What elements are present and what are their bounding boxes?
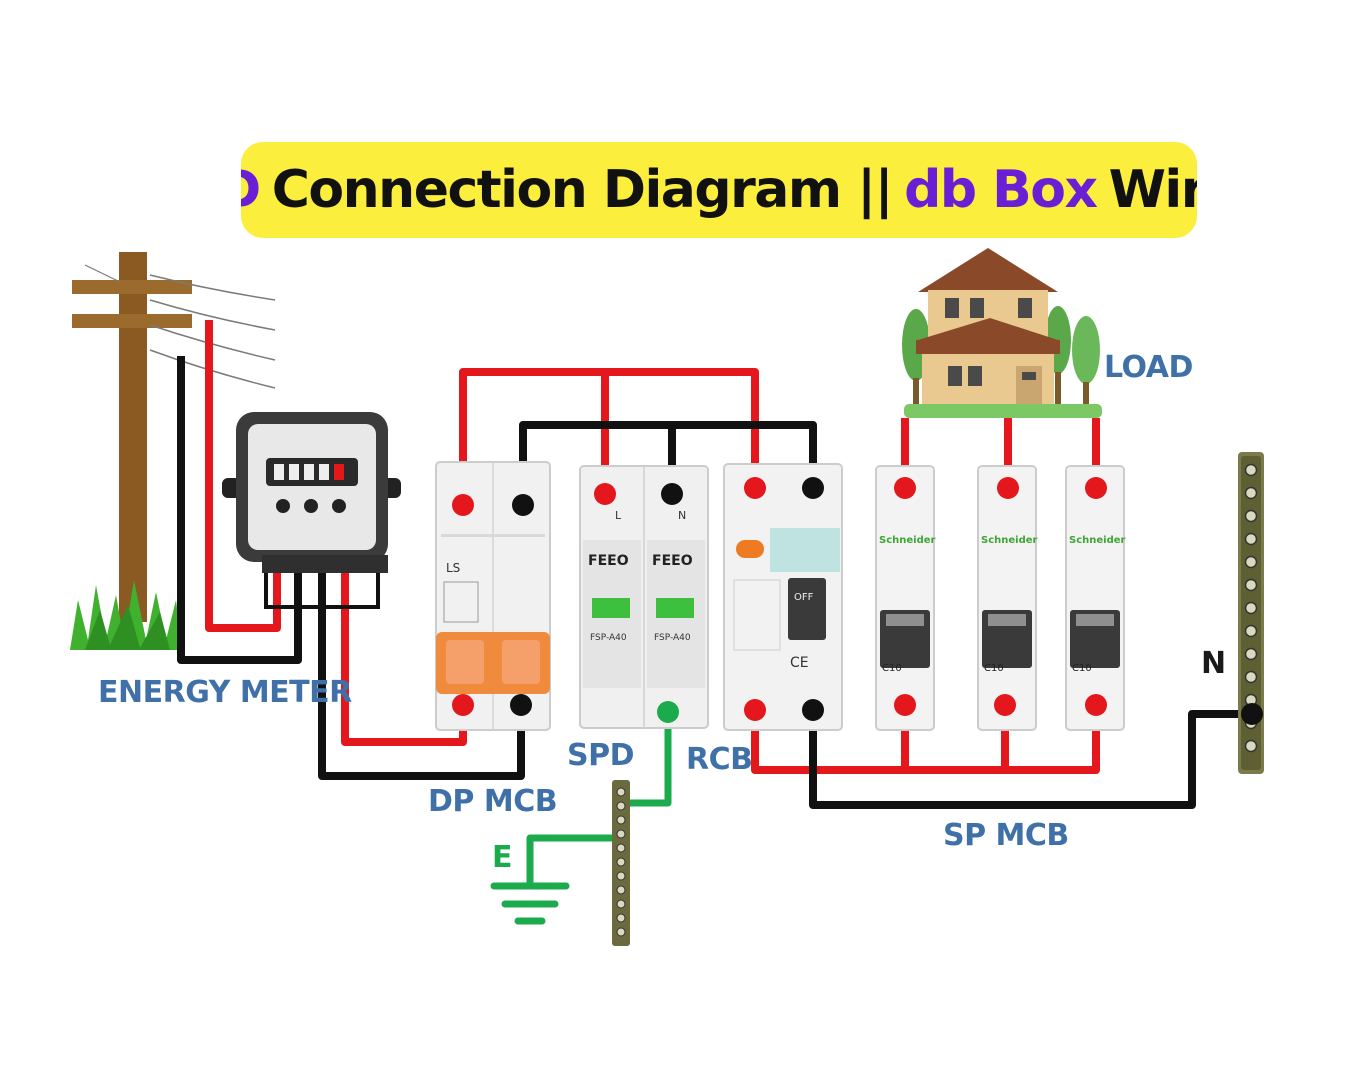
spd-terminal-l: L — [615, 509, 622, 522]
sp-mcb-brand-2: Schneider — [981, 535, 1038, 546]
neutral-bar-screw — [1244, 739, 1258, 753]
neutral-bar-screw — [1244, 578, 1258, 592]
sp-mcb-brand-3: Schneider — [1069, 535, 1126, 546]
rcb-switch-text: OFF — [794, 592, 814, 603]
spd-brand-1: FEEO — [588, 553, 629, 569]
neutral-bar-screw — [1244, 601, 1258, 615]
rcb-top-n-terminal — [802, 477, 824, 499]
dp-mcb-bottom-n-terminal — [510, 694, 532, 716]
rcb-device: OFF CE — [723, 463, 843, 731]
earth-ground-icon — [490, 882, 570, 925]
neutral-bar-screw — [1244, 463, 1258, 477]
earth-bar-screw — [616, 815, 626, 825]
terminal-dots — [452, 477, 1263, 725]
sp-mcb-1-top-terminal — [894, 477, 916, 499]
sp-mcb-3-bottom-terminal — [1085, 694, 1107, 716]
rcb-ce-mark: CE — [790, 655, 809, 671]
earth-bar-screw — [616, 899, 626, 909]
neutral-bar-terminal — [1241, 703, 1263, 725]
label-neutral: N — [1201, 646, 1226, 681]
earth-bar-screw — [616, 829, 626, 839]
earth-bar-screw — [616, 801, 626, 811]
sp-mcb-rating-1: C10 — [882, 663, 902, 674]
neutral-bar-screw — [1244, 509, 1258, 523]
sp-mcb-device-3: Schneider C10 — [1065, 465, 1126, 731]
house-icon — [902, 248, 1102, 418]
spd-model-1: FSP-A40 — [590, 633, 627, 643]
sp-mcb-1-bottom-terminal — [894, 694, 916, 716]
title-spd: SPD — [241, 160, 266, 220]
earth-bar-screw — [616, 871, 626, 881]
earth-bar-screw — [616, 927, 626, 937]
label-energy-meter: ENERGY METER — [98, 675, 352, 710]
dp-mcb-top-l-terminal — [452, 494, 474, 516]
rcb-bottom-l-terminal — [744, 699, 766, 721]
earth-bar-screw — [616, 913, 626, 923]
title-wiring: Wiring — [1108, 160, 1197, 220]
sp-mcb-device-2: Schneider C10 — [977, 465, 1038, 731]
label-spd: SPD — [567, 738, 635, 773]
earth-bar-screw — [616, 857, 626, 867]
dp-mcb-brand: LS — [446, 561, 460, 575]
rcb-bottom-n-terminal — [802, 699, 824, 721]
spd-brand-2: FEEO — [652, 553, 693, 569]
sp-mcb-3-top-terminal — [1085, 477, 1107, 499]
label-sp-mcb: SP MCB — [943, 818, 1069, 853]
rcb-top-l-terminal — [744, 477, 766, 499]
spd-l-terminal — [594, 483, 616, 505]
spd-device: L N FEEO FEEO FSP-A40 FSP-A40 — [579, 465, 709, 729]
spd-n-terminal — [661, 483, 683, 505]
earth-bar-screw — [616, 843, 626, 853]
energy-meter-icon — [222, 412, 401, 573]
dp-mcb-top-n-terminal — [512, 494, 534, 516]
earth-bar-screw — [616, 787, 626, 797]
neutral-bar-screw — [1244, 670, 1258, 684]
neutral-bar-screw — [1244, 647, 1258, 661]
label-rcb: RCB — [686, 742, 753, 777]
spd-terminal-n: N — [678, 509, 686, 522]
earth-bar-screw — [616, 885, 626, 895]
sp-mcb-2-top-terminal — [997, 477, 1019, 499]
label-load: LOAD — [1104, 350, 1193, 385]
sp-mcb-rating-2: C10 — [984, 663, 1004, 674]
spd-earth-terminal — [657, 701, 679, 723]
neutral-bar-screw — [1244, 532, 1258, 546]
neutral-bar-screw — [1244, 486, 1258, 500]
sp-mcb-device-1: Schneider C10 — [875, 465, 936, 731]
sp-mcb-2-bottom-terminal — [994, 694, 1016, 716]
title-connection-diagram: Connection Diagram || — [271, 160, 894, 220]
utility-pole-icon — [72, 252, 276, 622]
sp-mcb-brand-1: Schneider — [879, 535, 936, 546]
label-earth: E — [492, 840, 513, 875]
dp-mcb-device: LS — [435, 461, 551, 731]
sp-mcb-rating-3: C10 — [1072, 663, 1092, 674]
title-banner: SPD Connection Diagram || db Box Wiring — [241, 142, 1197, 238]
label-dp-mcb: DP MCB — [428, 784, 558, 819]
spd-model-2: FSP-A40 — [654, 633, 691, 643]
meter-connector-wires — [264, 565, 380, 609]
grass-icon — [70, 580, 182, 650]
neutral-bar-screw — [1244, 624, 1258, 638]
title-db-box: db Box — [904, 160, 1098, 220]
neutral-bar-screw — [1244, 555, 1258, 569]
dp-mcb-bottom-l-terminal — [452, 694, 474, 716]
